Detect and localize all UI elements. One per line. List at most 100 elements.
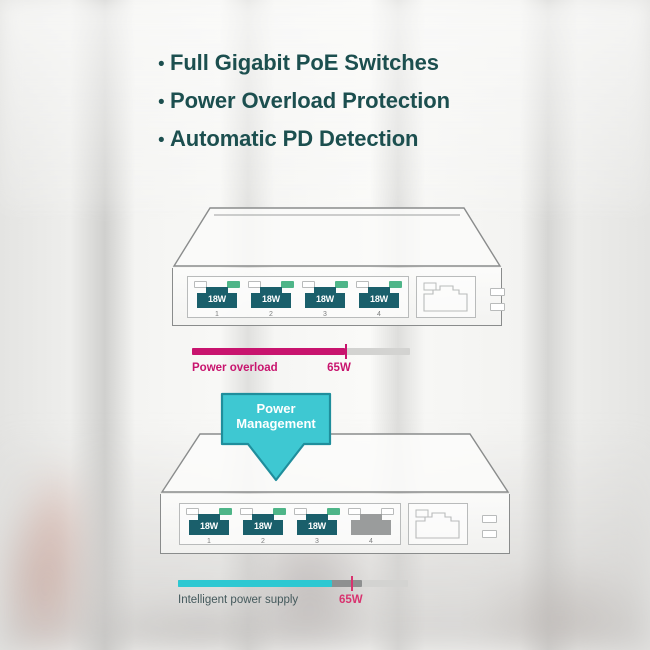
port-number-label: 2 bbox=[261, 537, 265, 545]
status-led-group bbox=[490, 282, 505, 311]
poe-port-4[interactable]: 18W 4 bbox=[355, 280, 403, 318]
poe-port-1[interactable]: 18W 1 bbox=[185, 507, 233, 545]
meter-track bbox=[178, 576, 408, 591]
feature-item-3: • Automatic PD Detection bbox=[158, 126, 450, 152]
port-power-label: 18W bbox=[316, 293, 334, 304]
port-led-pair bbox=[239, 507, 287, 515]
down-arrow-icon bbox=[220, 392, 332, 482]
port-poe-led-icon bbox=[335, 280, 348, 288]
port-link-led-icon bbox=[194, 280, 207, 288]
poe-port-bank: 18W 1 18W 2 bbox=[187, 275, 409, 318]
bullet-icon: • bbox=[158, 130, 165, 151]
system-status-led-icon bbox=[482, 530, 497, 538]
poe-port-2[interactable]: 18W 2 bbox=[239, 507, 287, 545]
port-link-led-icon bbox=[356, 280, 369, 288]
port-power-label: 18W bbox=[370, 293, 388, 304]
port-led-pair bbox=[301, 280, 349, 288]
rj45-port-icon: 18W bbox=[293, 513, 341, 536]
port-poe-led-icon bbox=[327, 507, 340, 515]
meter-caption: Power overload bbox=[192, 362, 278, 374]
port-power-label: 18W bbox=[254, 520, 272, 531]
rj45-port-icon: 18W bbox=[193, 286, 241, 309]
switch-front-panel: 18W 1 18W 2 bbox=[160, 494, 510, 554]
switch-front-panel: 18W 1 18W 2 bbox=[172, 268, 505, 326]
port-power-label: 18W bbox=[262, 293, 280, 304]
arrow-label: Power Management bbox=[220, 401, 332, 431]
port-number-label: 4 bbox=[369, 537, 373, 545]
port-poe-led-icon bbox=[227, 280, 240, 288]
port-number-label: 3 bbox=[315, 537, 319, 545]
arrow-label-line1: Power bbox=[256, 401, 296, 416]
port-number-label: 4 bbox=[377, 310, 381, 318]
poe-port-2[interactable]: 18W 2 bbox=[247, 280, 295, 318]
port-poe-led-icon bbox=[281, 280, 294, 288]
port-link-led-icon bbox=[240, 507, 253, 515]
meter-threshold-tick bbox=[350, 576, 353, 591]
port-poe-led-icon bbox=[273, 507, 286, 515]
port-power-label: 18W bbox=[208, 293, 226, 304]
status-led-group bbox=[482, 509, 497, 538]
port-led-pair bbox=[185, 507, 233, 515]
bullet-icon: • bbox=[158, 54, 165, 75]
rj45-port-icon: 18W bbox=[355, 286, 403, 309]
uplink-port-bank[interactable] bbox=[408, 502, 468, 545]
port-power-label: 18W bbox=[308, 520, 326, 531]
meter-threshold-tick bbox=[344, 344, 347, 359]
port-poe-led-icon bbox=[381, 507, 394, 515]
port-link-led-icon bbox=[302, 280, 315, 288]
rj45-port-icon: 18W bbox=[185, 513, 233, 536]
feature-item-1: • Full Gigabit PoE Switches bbox=[158, 50, 450, 76]
poe-port-1[interactable]: 18W 1 bbox=[193, 280, 241, 318]
port-led-pair bbox=[193, 280, 241, 288]
background-top-haze bbox=[0, 0, 650, 210]
port-number-label: 3 bbox=[323, 310, 327, 318]
meter-label-row: Power overload 65W bbox=[192, 362, 410, 376]
poe-switch-managed: 18W 1 18W 2 bbox=[160, 432, 510, 554]
meter-caption: Intelligent power supply bbox=[178, 594, 299, 606]
poe-switch-overloaded: 18W 1 18W 2 bbox=[172, 206, 505, 326]
power-status-led-icon bbox=[490, 288, 505, 296]
port-link-led-icon bbox=[348, 507, 361, 515]
uplink-rj45-port-icon bbox=[415, 509, 460, 539]
switch-chassis-top bbox=[172, 206, 502, 268]
rj45-port-icon: 18W bbox=[247, 286, 295, 309]
power-status-led-icon bbox=[482, 515, 497, 523]
uplink-port-bank[interactable] bbox=[416, 275, 476, 318]
port-led-pair bbox=[347, 507, 395, 515]
system-status-led-icon bbox=[490, 303, 505, 311]
poe-port-4-disabled[interactable]: 4 bbox=[347, 507, 395, 545]
meter-track bbox=[192, 344, 410, 359]
poe-port-bank: 18W 1 18W 2 bbox=[179, 502, 401, 545]
power-management-arrow: Power Management bbox=[220, 392, 332, 482]
port-link-led-icon bbox=[186, 507, 199, 515]
port-power-label: 18W bbox=[200, 520, 218, 531]
switch-chassis-top bbox=[160, 432, 510, 494]
intelligent-power-supply-meter: Intelligent power supply 65W bbox=[178, 576, 408, 608]
meter-fill-overload bbox=[192, 348, 345, 355]
meter-fill-supplied bbox=[178, 580, 333, 587]
port-poe-led-icon bbox=[219, 507, 232, 515]
port-led-pair bbox=[355, 280, 403, 288]
feature-label: Automatic PD Detection bbox=[170, 126, 419, 151]
port-link-led-icon bbox=[248, 280, 261, 288]
meter-threshold-value: 65W bbox=[327, 362, 351, 374]
feature-list: • Full Gigabit PoE Switches • Power Over… bbox=[158, 50, 450, 164]
port-link-led-icon bbox=[294, 507, 307, 515]
rj45-port-icon: 18W bbox=[239, 513, 287, 536]
poe-port-3[interactable]: 18W 3 bbox=[301, 280, 349, 318]
arrow-label-line2: Management bbox=[236, 415, 316, 431]
port-led-pair bbox=[293, 507, 341, 515]
uplink-rj45-port-icon bbox=[423, 282, 468, 312]
power-overload-meter: Power overload 65W bbox=[192, 344, 410, 376]
port-number-label: 1 bbox=[215, 310, 219, 318]
bullet-icon: • bbox=[158, 92, 165, 113]
rj45-port-icon: 18W bbox=[301, 286, 349, 309]
port-poe-led-icon bbox=[389, 280, 402, 288]
poe-port-3[interactable]: 18W 3 bbox=[293, 507, 341, 545]
feature-label: Full Gigabit PoE Switches bbox=[170, 50, 439, 75]
feature-label: Power Overload Protection bbox=[170, 88, 450, 113]
port-led-pair bbox=[247, 280, 295, 288]
meter-threshold-value: 65W bbox=[339, 594, 363, 606]
meter-label-row: Intelligent power supply 65W bbox=[178, 594, 408, 608]
port-number-label: 1 bbox=[207, 537, 211, 545]
